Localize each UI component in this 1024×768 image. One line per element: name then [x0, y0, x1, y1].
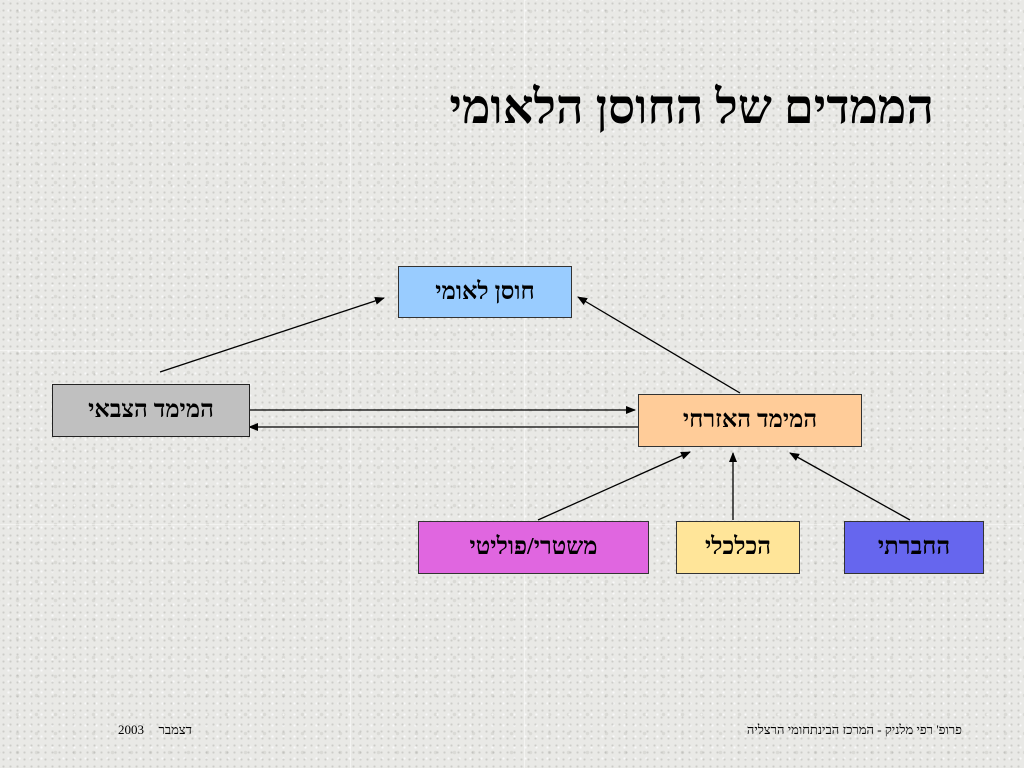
node-military-label: המימד הצבאי	[88, 397, 214, 423]
node-economic-label: הכלכלי	[705, 534, 772, 560]
background-seam	[350, 0, 351, 768]
background-seam	[524, 0, 525, 768]
node-civilian-label: המימד האזרחי	[682, 407, 818, 433]
arrow-social-to-civilian	[789, 452, 911, 521]
footer-month: דצמבר	[158, 722, 192, 737]
arrow-civilian-to-resilience	[577, 296, 741, 394]
footer-year: 2003	[118, 722, 144, 737]
node-social-label: החברתי	[877, 534, 951, 560]
footer-credit: פרופ' רפי מלניק - המרכז הבינתחומי הרצליה	[746, 722, 962, 737]
node-military: המימד הצבאי	[52, 384, 250, 437]
footer-date: 2003 דצמבר	[118, 722, 192, 738]
node-economic: הכלכלי	[676, 521, 800, 574]
node-national-resilience: חוסן לאומי	[398, 266, 572, 318]
background-seam	[0, 350, 1024, 351]
node-national-resilience-label: חוסן לאומי	[435, 278, 535, 305]
node-political: משטרי/פוליטי	[418, 521, 649, 574]
node-social: החברתי	[844, 521, 984, 574]
node-political-label: משטרי/פוליטי	[469, 534, 598, 560]
node-civilian: המימד האזרחי	[638, 394, 862, 447]
arrow-military-to-resilience	[159, 297, 385, 373]
arrow-political-to-civilian	[537, 451, 691, 521]
slide-title: הממדים של החוסן הלאומי	[449, 81, 934, 134]
